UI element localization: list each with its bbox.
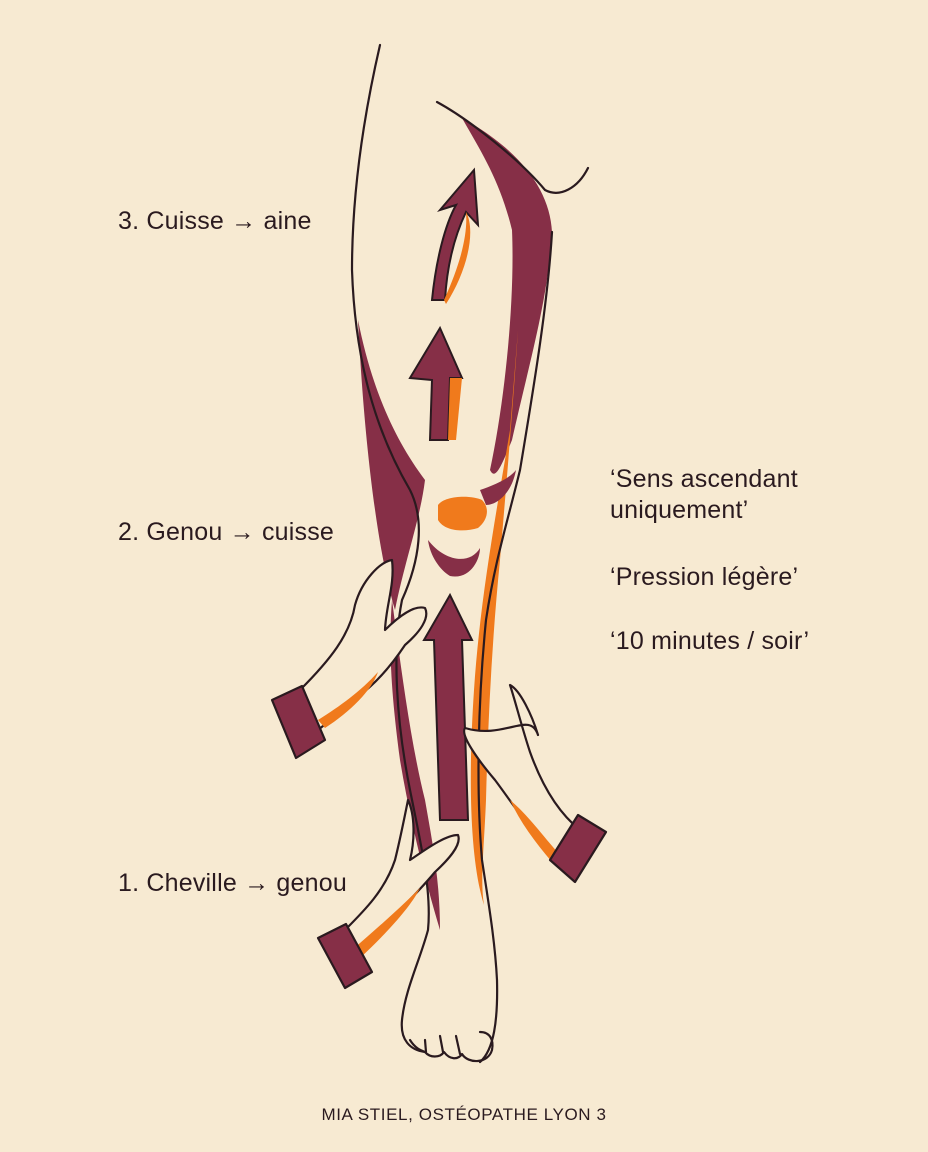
kneecap — [438, 496, 487, 531]
toe-lines — [423, 1034, 462, 1056]
knee-crease — [428, 540, 480, 577]
note-ascending: ‘Sens ascendant uniquement’ — [610, 465, 798, 524]
hand-icon — [316, 798, 460, 990]
leg-outline-left — [350, 43, 430, 1054]
arrow-up-icon — [430, 167, 480, 301]
note-duration: ‘10 minutes / soir’ — [610, 627, 810, 655]
thigh-back-shade — [462, 118, 552, 474]
arrow-orange-edge — [444, 212, 471, 304]
knee-side — [480, 470, 516, 505]
author-credit: MIA STIEL, OSTÉOPATHE LYON 3 — [321, 1105, 607, 1124]
foot-outline — [408, 1030, 494, 1063]
hand-icon — [463, 683, 608, 884]
hand-icon — [270, 558, 428, 760]
note-pressure: ‘Pression légère’ — [610, 563, 799, 591]
thigh-front-shade — [358, 320, 425, 610]
step-label-3: 3. Cuisse → aine — [118, 207, 312, 235]
arrow-up-icon — [422, 592, 474, 821]
leg-outline-right — [435, 100, 590, 1064]
step-label-2: 2. Genou → cuisse — [118, 518, 335, 546]
step-label-1: 1. Cheville → genou — [118, 869, 347, 897]
arrow-orange-edge — [448, 378, 462, 440]
